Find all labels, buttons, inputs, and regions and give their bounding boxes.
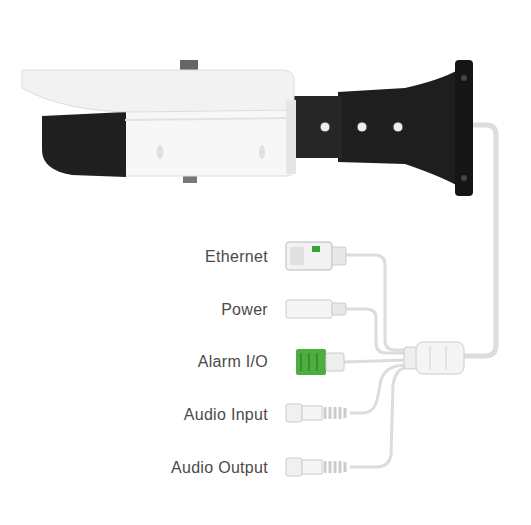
mount-neck (290, 96, 342, 158)
rj45-port (290, 247, 304, 265)
camera-body (118, 104, 294, 176)
body-back (286, 100, 296, 174)
top-knob (180, 60, 198, 71)
rj45-led (312, 246, 320, 252)
mount-screw (320, 122, 330, 132)
sun-shield (22, 70, 294, 112)
terminal-boot (326, 353, 344, 371)
cable-splitter (416, 342, 464, 374)
connector-label: Audio Output (171, 459, 268, 477)
connector-label: Ethernet (205, 248, 268, 266)
mount-screw (393, 122, 403, 132)
connector-label: Alarm I/O (198, 353, 268, 371)
power-boot (332, 303, 346, 315)
body-seam (125, 118, 290, 120)
audio-body (302, 406, 322, 420)
plate-bolt (461, 75, 467, 81)
body-slot (157, 145, 163, 159)
connector-label: Audio Input (184, 406, 268, 424)
connector-label: Power (221, 301, 268, 319)
body-slot (259, 145, 265, 159)
mount-screw (357, 122, 367, 132)
rj45-connector (286, 242, 332, 270)
terminal-block (296, 349, 326, 375)
audio-jack (286, 458, 302, 476)
wall-plate (455, 60, 473, 196)
rj45-boot (332, 247, 346, 265)
audio-jack (286, 404, 302, 422)
terminal-slot (301, 353, 317, 371)
audio-ribs (325, 461, 345, 473)
power-jack (286, 300, 332, 318)
plate-bolt (461, 175, 467, 181)
audio-out-wire (350, 368, 406, 467)
power-wire (346, 309, 406, 353)
camera-lens (42, 112, 126, 177)
audio-ribs (325, 407, 345, 419)
splitter-groove (430, 346, 446, 370)
alarm-wire (344, 360, 406, 362)
audio-body (302, 460, 322, 474)
mount-arm (338, 70, 458, 186)
